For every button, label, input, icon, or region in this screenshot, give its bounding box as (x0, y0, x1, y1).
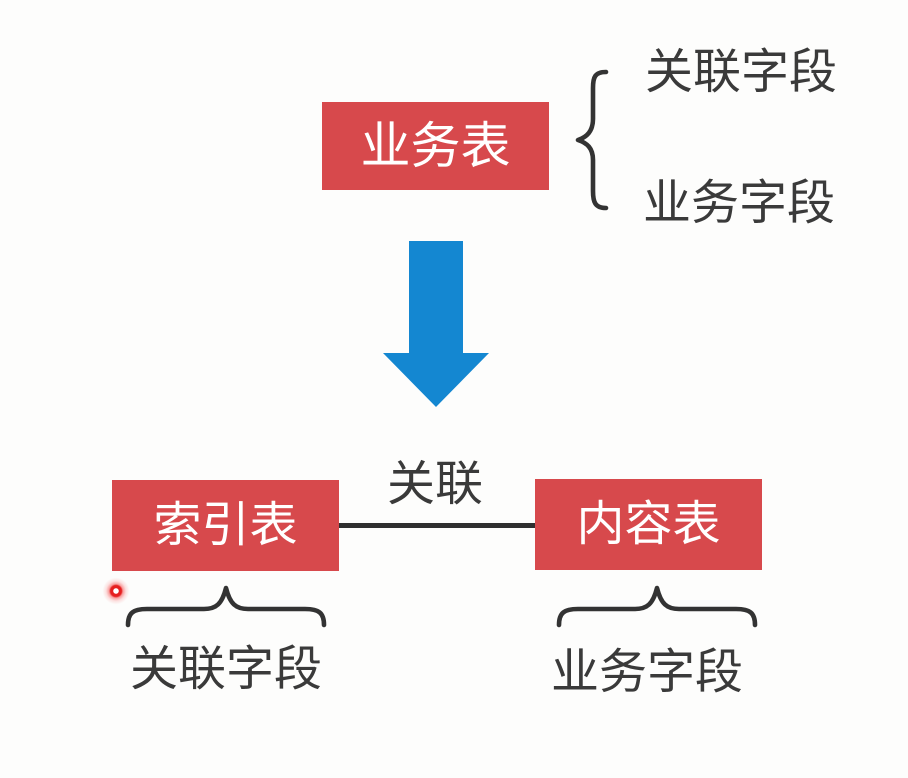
relation-label: 关联 (387, 458, 484, 511)
business-table-box: 业务表 (322, 102, 549, 190)
top-field-label-association: 关联字段 (645, 46, 838, 99)
underbrace-icon-left (125, 585, 327, 628)
content-table-label: 内容表 (576, 497, 721, 551)
bottom-left-field-label: 关联字段 (130, 643, 323, 696)
laser-pointer-dot (102, 577, 130, 605)
content-table-box: 内容表 (535, 479, 762, 570)
top-field-label-business: 业务字段 (643, 177, 836, 230)
index-table-label: 索引表 (153, 498, 298, 552)
bottom-right-field-label: 业务字段 (551, 646, 744, 699)
business-table-label: 业务表 (360, 118, 511, 174)
relation-connector-line (339, 523, 535, 528)
index-table-box: 索引表 (112, 480, 339, 571)
down-arrow-icon (383, 241, 489, 407)
curly-brace-icon (575, 69, 609, 211)
underbrace-icon-right (556, 585, 758, 628)
